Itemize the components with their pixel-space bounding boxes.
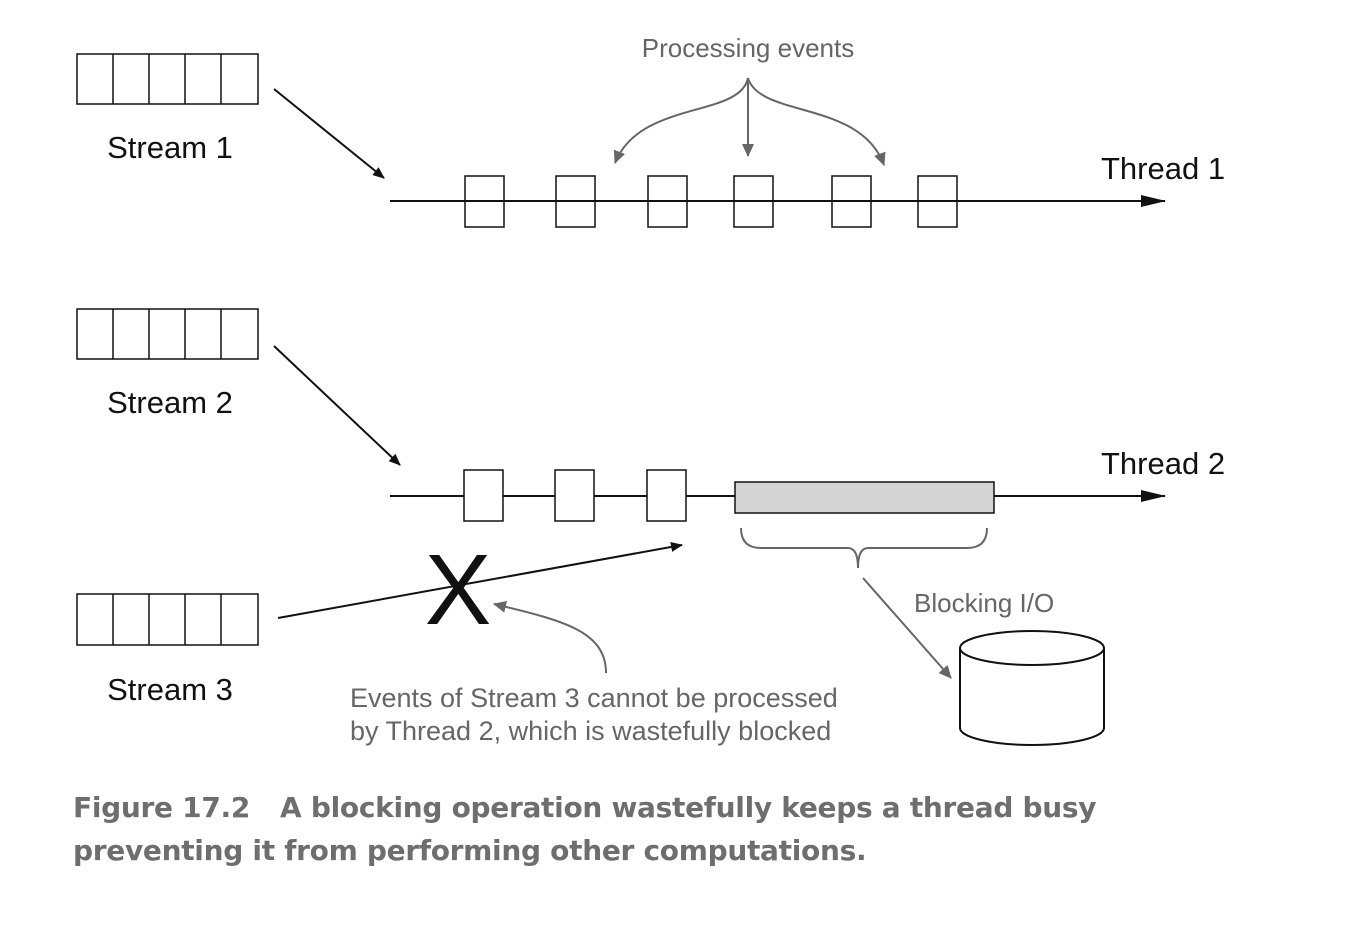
blocked-note-arrow (493, 600, 607, 674)
stream-3-queue (76, 593, 259, 646)
thread-1-label: Thread 1 (1101, 151, 1225, 186)
database-icon (959, 630, 1105, 746)
blocking-io-arrow (862, 577, 952, 679)
thread-2-events (463, 469, 687, 522)
figure-caption-text: A blocking operation wastefully keeps a … (73, 791, 1097, 867)
blocking-io-label: Blocking I/O (914, 588, 1054, 618)
event-box (463, 469, 504, 522)
stream-1-label: Stream 1 (107, 130, 233, 165)
blocking-io-diagram: Stream 1 Stream 2 Stream 3 Thread 1 (76, 33, 1225, 746)
blocked-x-mark: X (425, 534, 492, 646)
stream-1-queue (76, 53, 259, 105)
stream-2-label: Stream 2 (107, 385, 233, 420)
event-box (554, 469, 595, 522)
stream-3-arrow (277, 542, 683, 619)
stream-2-queue (76, 308, 259, 360)
event-box (646, 469, 687, 522)
processing-events-arrows (613, 77, 886, 166)
processing-events-label: Processing events (642, 33, 854, 63)
blocked-note-line-1: Events of Stream 3 cannot be processed (350, 683, 838, 713)
stream-1-arrow (273, 88, 385, 179)
blocked-note-line-2: by Thread 2, which is wastefully blocked (350, 716, 831, 746)
thread-1-events (464, 175, 958, 228)
figure-number: Figure 17.2 (73, 791, 251, 824)
blocking-brace (740, 527, 988, 569)
stream-2-arrow (273, 345, 401, 466)
thread-2-label: Thread 2 (1101, 446, 1225, 481)
stream-3-label: Stream 3 (107, 672, 233, 707)
blocking-operation-bar (734, 481, 995, 514)
